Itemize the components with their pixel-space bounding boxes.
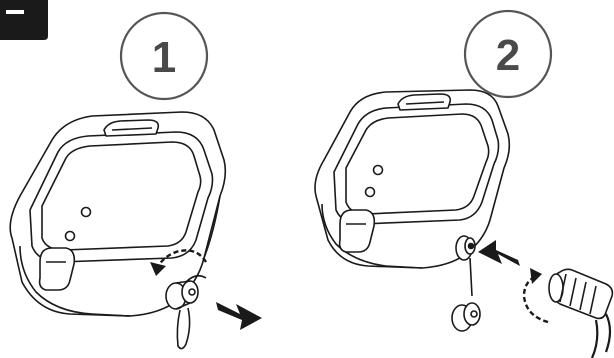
step-2-label: 2: [496, 31, 520, 80]
corner-tab-mark: [6, 10, 24, 14]
robot-cleaner-icon: [314, 89, 511, 269]
step-1-number: 1: [119, 11, 209, 101]
step-2-circle: [463, 9, 553, 99]
robot-cleaner-icon: [9, 111, 227, 317]
step-1-circle: [119, 11, 209, 101]
cap-icon: [165, 280, 199, 350]
cap-icon: [451, 257, 481, 332]
step-1-label: 1: [152, 33, 176, 82]
corner-tab: [0, 0, 48, 40]
push-arrow-icon: [478, 240, 520, 266]
rotate-arrow-icon: [522, 268, 549, 324]
rotate-arrow-icon: [150, 249, 208, 276]
pull-arrow-icon: [216, 302, 262, 330]
cable-plug-icon: [548, 268, 614, 358]
step-2-number: 2: [463, 9, 553, 99]
socket-icon: [455, 235, 476, 261]
